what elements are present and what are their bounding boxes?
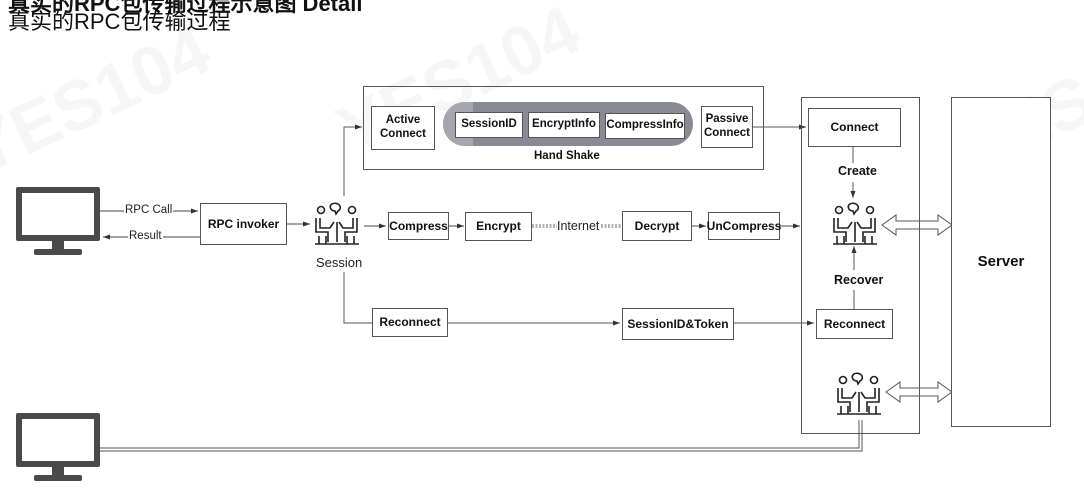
server-reconnect-box[interactable]: Reconnect bbox=[816, 309, 893, 339]
compress-box[interactable]: Compress bbox=[388, 212, 449, 240]
active-connect-box[interactable]: Active Connect bbox=[371, 106, 435, 150]
compress-info-box[interactable]: CompressInfo bbox=[605, 113, 685, 139]
session-label: Session bbox=[316, 255, 363, 270]
session-id-box[interactable]: SessionID bbox=[455, 112, 523, 138]
recover-label: Recover bbox=[834, 273, 884, 287]
monitor-icon bbox=[16, 187, 100, 255]
session-token-box[interactable]: SessionID&Token bbox=[622, 308, 734, 340]
monitor-icon bbox=[16, 413, 100, 481]
encrypt-info-box[interactable]: EncryptInfo bbox=[528, 112, 600, 138]
connect-box[interactable]: Connect bbox=[808, 108, 901, 147]
uncompress-box[interactable]: UnCompress bbox=[707, 212, 781, 240]
decrypt-box[interactable]: Decrypt bbox=[622, 211, 692, 241]
session-meeting-icon bbox=[315, 202, 359, 245]
server-gateway-frame bbox=[801, 97, 920, 434]
server-session-icon bbox=[837, 372, 881, 415]
internet-label: Internet bbox=[557, 219, 600, 233]
rpc-call-label: RPC Call bbox=[124, 204, 174, 216]
page-title: 真实的RPC包传输过程示意图 Detail bbox=[8, 0, 363, 16]
server-session-icon bbox=[833, 202, 877, 245]
handshake-frame bbox=[363, 86, 764, 170]
result-label: Result bbox=[128, 230, 163, 242]
server-box[interactable]: Server bbox=[951, 97, 1051, 427]
encrypt-box[interactable]: Encrypt bbox=[465, 212, 532, 241]
client-reconnect-box[interactable]: Reconnect bbox=[372, 308, 448, 337]
rpc-invoker-box[interactable]: RPC invoker bbox=[200, 203, 287, 245]
page-subtitle: 真实的RPC包传输过程 bbox=[8, 9, 231, 34]
passive-connect-box[interactable]: Passive Connect bbox=[701, 106, 753, 148]
create-label: Create bbox=[838, 164, 877, 178]
handshake-caption: Hand Shake bbox=[534, 150, 600, 162]
